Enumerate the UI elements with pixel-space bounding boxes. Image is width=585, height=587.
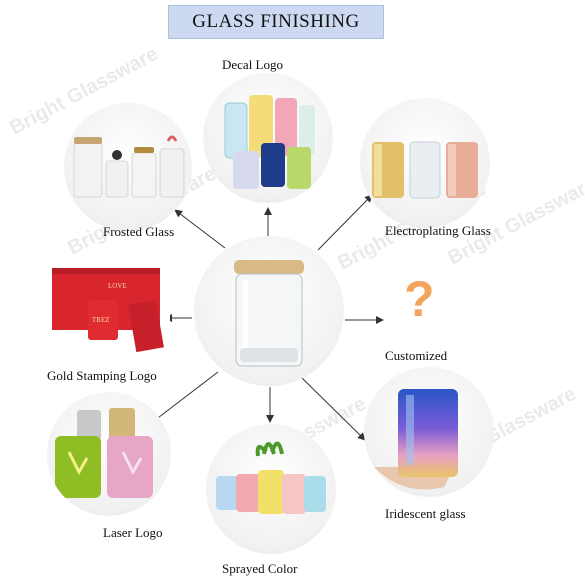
label-customized: Customized	[385, 348, 448, 363]
label-iridescent: Iridescent glass	[385, 506, 466, 521]
circle-gold-stamping: LOVE TREZ	[42, 260, 170, 360]
arrow-to-iridescent	[301, 377, 366, 441]
label-sprayed: Sprayed Color	[222, 561, 298, 576]
circle-sprayed	[206, 424, 336, 554]
circle-laser	[47, 392, 171, 516]
circle-frosted	[64, 103, 192, 231]
arrow-to-electroplating	[317, 194, 373, 251]
title-banner: GLASS FINISHING	[168, 5, 384, 39]
circle-electroplating	[360, 98, 490, 228]
candle-text: TREZ	[92, 316, 110, 324]
label-decal: Decal Logo	[222, 57, 284, 72]
circle-iridescent	[364, 367, 494, 497]
label-laser: Laser Logo	[103, 525, 163, 540]
circle-center	[194, 236, 344, 386]
page-title: GLASS FINISHING	[192, 11, 360, 32]
arrow-to-laser	[149, 371, 219, 425]
label-gold-stamping: Gold Stamping Logo	[47, 368, 157, 383]
box-text: LOVE	[108, 282, 127, 290]
label-frosted: Frosted Glass	[103, 224, 175, 239]
label-electroplating: Electroplating Glass	[385, 223, 491, 238]
question-mark: ?	[404, 271, 435, 327]
circle-decal	[203, 73, 333, 203]
arrow-to-frosted	[174, 209, 226, 249]
